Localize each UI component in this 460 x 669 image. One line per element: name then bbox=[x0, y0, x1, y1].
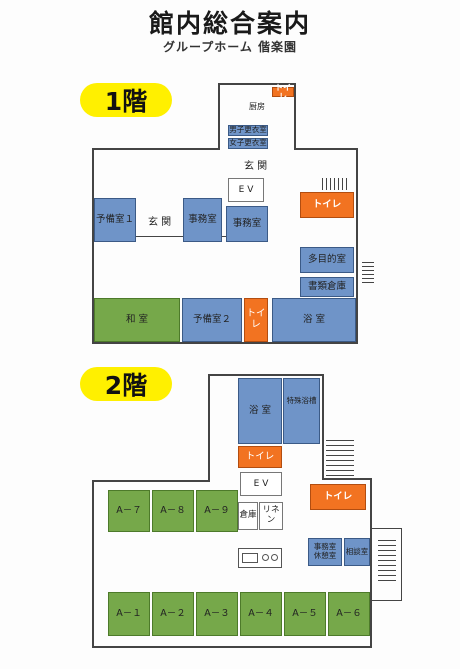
label-entrance-main: 玄 関 bbox=[244, 161, 268, 172]
room-spare-2: 予備室２ bbox=[182, 298, 242, 342]
room-a4: A－４ bbox=[240, 592, 282, 636]
room-toilet-f2-right: トイレ bbox=[310, 484, 366, 510]
floor-2-stairs-mid bbox=[326, 440, 354, 480]
room-kitchen: 厨房 bbox=[249, 102, 265, 111]
floor-2-stairs-side bbox=[378, 540, 396, 586]
room-a6: A－６ bbox=[328, 592, 370, 636]
room-document-storage: 書類倉庫 bbox=[300, 277, 354, 297]
room-office-1: 事務室 bbox=[183, 198, 222, 242]
room-bath-f1: 浴 室 bbox=[272, 298, 356, 342]
floor-1-stairs-side bbox=[362, 262, 374, 283]
page-title: 館内総合案内 bbox=[148, 9, 311, 38]
room-toilet-f1-top: トイレ bbox=[272, 83, 294, 101]
room-toilet-f2-left: トイレ bbox=[238, 446, 282, 468]
sink-icon bbox=[238, 548, 282, 568]
room-a8: A－８ bbox=[152, 490, 194, 532]
room-toilet-f1-right: トイレ bbox=[300, 192, 354, 218]
room-bath-f2: 浴 室 bbox=[238, 378, 282, 444]
room-spare-1: 予備室１ bbox=[94, 198, 136, 242]
floor-2-label: 2階 bbox=[80, 367, 172, 401]
room-men-changing: 男子更衣室 bbox=[228, 125, 268, 136]
room-office-2: 事務室 bbox=[226, 206, 268, 242]
room-a2: A－２ bbox=[152, 592, 194, 636]
room-special-bath: 特殊浴槽 bbox=[283, 378, 320, 444]
room-ev-f1: E V bbox=[228, 178, 264, 202]
room-office-break: 事務室 休憩室 bbox=[308, 538, 342, 566]
room-toilet-f1-bottom: トイレ bbox=[244, 298, 268, 342]
room-a9: A－９ bbox=[196, 490, 238, 532]
room-a7: A－７ bbox=[108, 490, 150, 532]
room-a5: A－５ bbox=[284, 592, 326, 636]
label-entrance-side: 玄 関 bbox=[148, 217, 172, 228]
room-ev-f2: E V bbox=[240, 472, 282, 496]
room-women-changing: 女子更衣室 bbox=[228, 138, 268, 149]
room-multipurpose: 多目的室 bbox=[300, 247, 354, 273]
room-a3: A－３ bbox=[196, 592, 238, 636]
room-consultation: 相談室 bbox=[344, 538, 370, 566]
floor-1-stairs-top bbox=[322, 178, 347, 190]
floor-1-label: 1階 bbox=[80, 83, 172, 117]
room-storage: 倉庫 bbox=[238, 502, 258, 530]
room-japanese: 和 室 bbox=[94, 298, 180, 342]
room-linen: リネン bbox=[259, 502, 283, 530]
room-a1: A－１ bbox=[108, 592, 150, 636]
facility-name: グループホーム 偕楽園 bbox=[162, 40, 298, 54]
